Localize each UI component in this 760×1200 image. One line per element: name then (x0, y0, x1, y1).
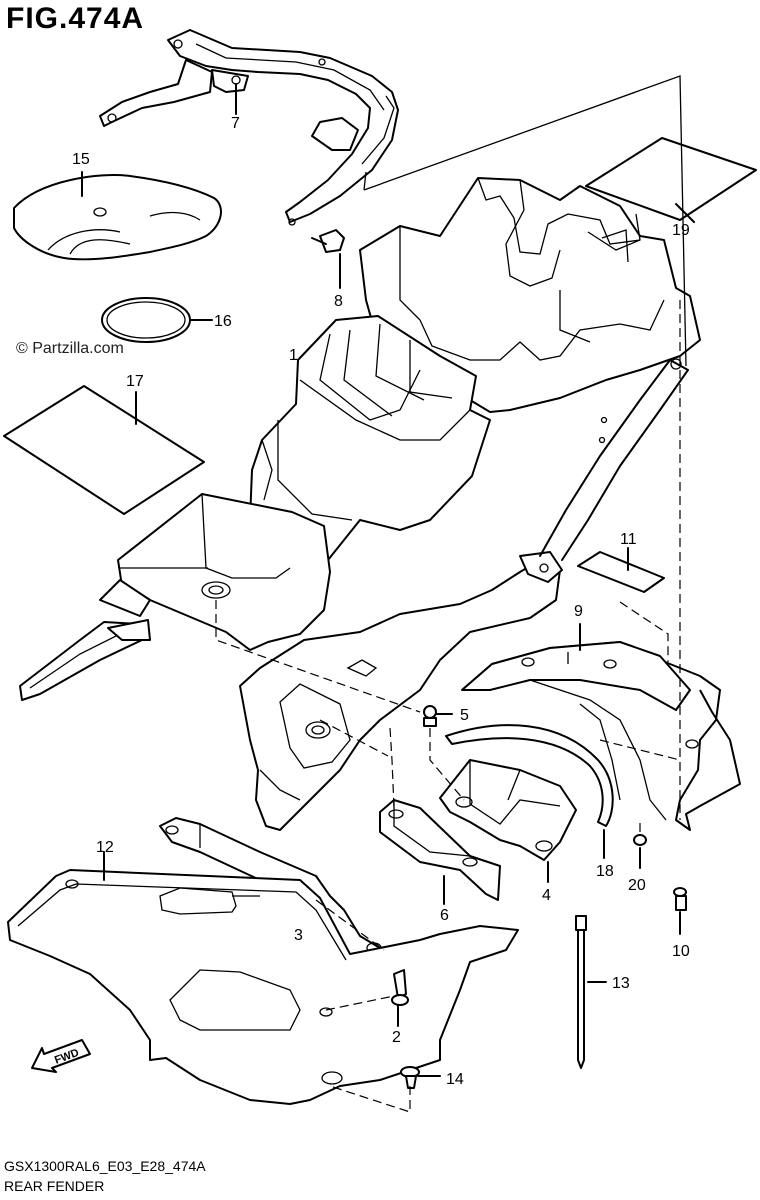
callout-12: 12 (96, 839, 114, 856)
part-20-washer[interactable] (633, 834, 647, 869)
callout-15: 15 (72, 151, 90, 168)
diagram-code: GSX1300RAL6_E03_E28_474A (4, 1158, 206, 1174)
callout-20: 20 (628, 877, 646, 894)
part-4-bracket[interactable] (439, 759, 577, 883)
callout-5: 5 (460, 707, 469, 724)
callout-6: 6 (440, 907, 449, 924)
callout-1: 1 (289, 347, 298, 364)
diagram-name: REAR FENDER (4, 1178, 105, 1194)
callout-9: 9 (574, 603, 583, 620)
part-5-clip[interactable] (423, 705, 453, 727)
callout-11: 11 (620, 531, 637, 548)
part-10-bolt[interactable] (673, 887, 687, 935)
fwd-arrow-icon: FWD (31, 1039, 91, 1073)
part-18-strip[interactable] (445, 724, 614, 859)
part-1-fender-tail[interactable] (239, 358, 689, 831)
callout-8: 8 (334, 293, 343, 310)
callout-3: 3 (294, 927, 303, 944)
callout-18: 18 (596, 863, 614, 880)
watermark-text: © Partzilla.com (16, 340, 124, 357)
part-9-splash-guard[interactable] (461, 623, 741, 831)
callout-2: 2 (392, 1029, 401, 1046)
part-15-cushion[interactable] (13, 171, 222, 261)
part-17-sheet[interactable] (3, 385, 205, 515)
callout-7: 7 (231, 115, 240, 132)
figure-title: FIG.474A (6, 2, 145, 35)
part-1-fender-tray[interactable] (19, 493, 331, 701)
callout-19: 19 (672, 222, 690, 239)
callout-10: 10 (672, 943, 690, 960)
part-7-seat-rail[interactable] (99, 29, 399, 226)
callout-labels: 7 15 8 16 1 17 19 11 9 5 18 20 4 6 10 12… (72, 115, 690, 1088)
callout-14: 14 (446, 1071, 464, 1088)
assembly-guide-lines (215, 75, 687, 1113)
part-11-label[interactable] (577, 547, 665, 593)
part-19-sheet[interactable] (585, 137, 757, 223)
part-8-bolt[interactable] (311, 229, 345, 289)
part-6-plate[interactable] (379, 799, 501, 905)
callout-4: 4 (542, 887, 551, 904)
part-16-ring[interactable] (101, 297, 213, 343)
part-12-undertray[interactable] (7, 851, 519, 1105)
part-14-screw[interactable] (400, 1066, 441, 1089)
part-13-cable-tie[interactable] (575, 915, 607, 1069)
callout-13: 13 (612, 975, 630, 992)
callout-17: 17 (126, 373, 144, 390)
part-2-screw[interactable] (391, 969, 409, 1027)
callout-16: 16 (214, 313, 232, 330)
